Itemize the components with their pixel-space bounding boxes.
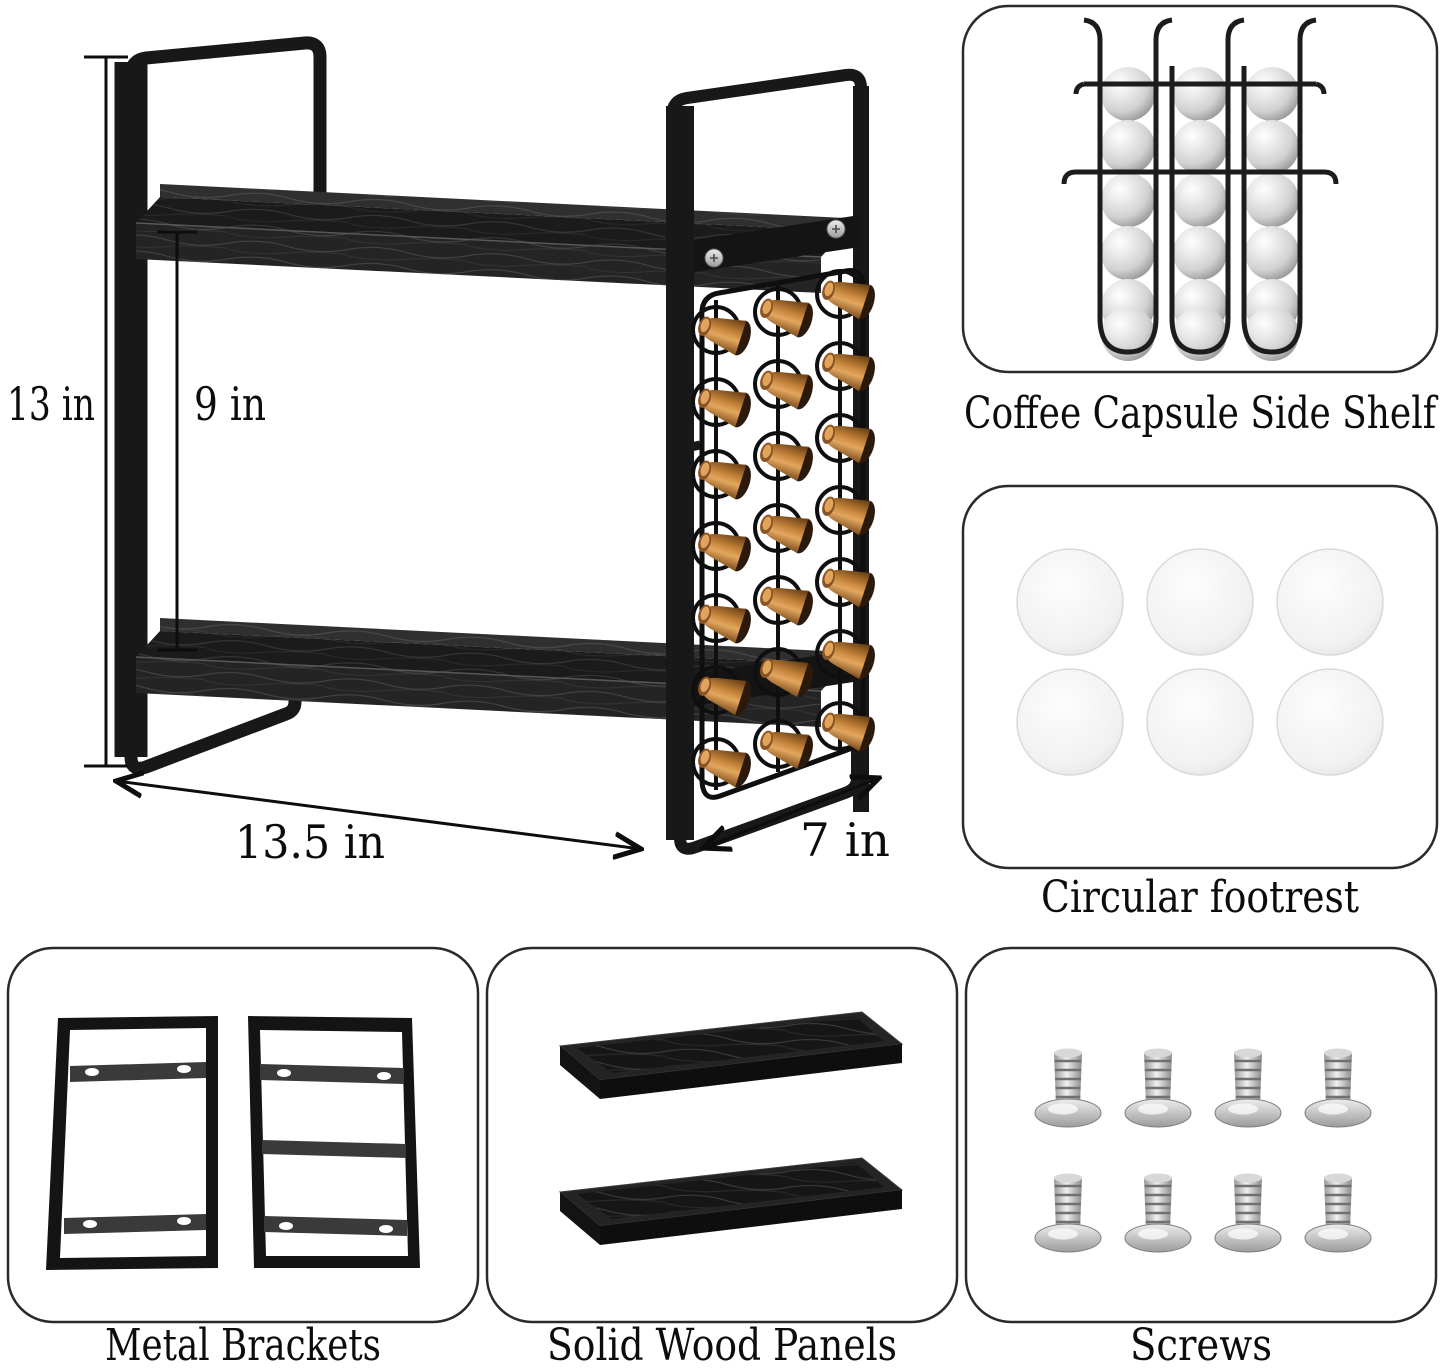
dimension-label-depth: 7 in bbox=[800, 813, 890, 867]
bracket-screw bbox=[704, 248, 724, 268]
silver-capsules bbox=[1101, 67, 1299, 361]
callout-brackets: Metal Brackets bbox=[6, 946, 480, 1371]
right-mid-tab bbox=[667, 440, 701, 457]
left-handle bbox=[124, 36, 327, 213]
caption-wood-panels: Solid Wood Panels bbox=[547, 1320, 897, 1371]
right-handle bbox=[666, 68, 867, 128]
dimension-label-width: 13.5 in bbox=[235, 815, 385, 869]
lower-wood-shelf bbox=[135, 618, 860, 727]
dimension-line-shelf-clearance bbox=[157, 230, 197, 652]
dimension-line-total-height bbox=[84, 55, 128, 768]
main-product-diagram: 13 in 9 in 13.5 in 7 in bbox=[7, 36, 890, 869]
caption-side-shelf: Coffee Capsule Side Shelf bbox=[964, 388, 1438, 439]
brackets-illustration bbox=[46, 1016, 420, 1270]
caption-screws: Screws bbox=[1130, 1320, 1272, 1371]
side-shelf-illustration bbox=[1061, 17, 1339, 361]
dimension-line-width bbox=[116, 781, 641, 849]
callout-panel-screws bbox=[964, 946, 1438, 1324]
rack-left-frame bbox=[114, 36, 327, 775]
callout-side-shelf: Coffee Capsule Side Shelf bbox=[961, 4, 1439, 439]
wire-tubes bbox=[1061, 17, 1339, 355]
callout-wood-panels: Solid Wood Panels bbox=[485, 946, 959, 1371]
dimension-annotations bbox=[84, 55, 879, 849]
dimension-label-total-height: 13 in bbox=[7, 377, 95, 431]
callout-panel-wood-panels bbox=[485, 946, 959, 1324]
dimension-line-depth bbox=[703, 778, 879, 848]
upper-side-bracket bbox=[688, 215, 860, 273]
callout-screws: Screws bbox=[964, 946, 1438, 1371]
bracket-screw bbox=[826, 219, 846, 239]
left-foot-bar bbox=[124, 667, 302, 775]
callout-footrest: Circular footrest bbox=[961, 484, 1439, 923]
upper-wood-shelf bbox=[135, 184, 860, 293]
dimension-label-shelf-clearance: 9 in bbox=[194, 377, 266, 431]
caption-brackets: Metal Brackets bbox=[105, 1320, 381, 1371]
caption-footrest: Circular footrest bbox=[1041, 872, 1359, 923]
